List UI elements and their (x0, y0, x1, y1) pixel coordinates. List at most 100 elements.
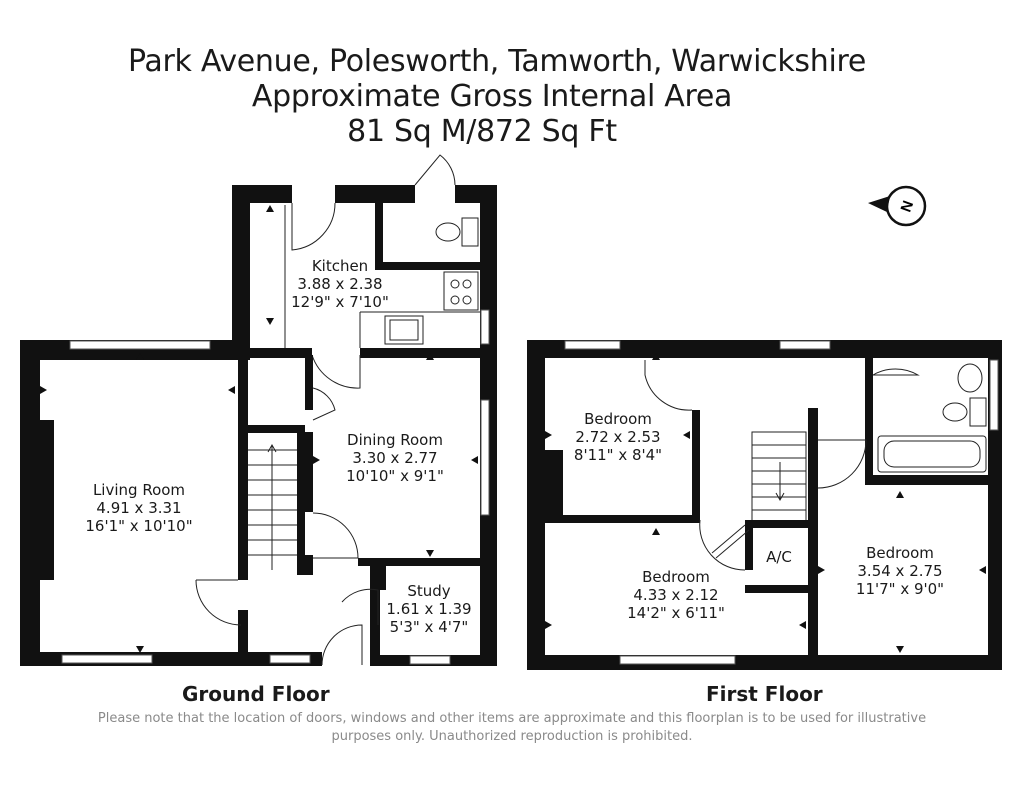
room-kitchen: Kitchen 3.88 x 2.38 12'9" x 7'10" (291, 257, 389, 311)
room-imperial: 16'1" x 10'10" (85, 517, 192, 535)
disclaimer-note: Please note that the location of doors, … (97, 711, 927, 744)
window (409, 655, 451, 665)
window (480, 399, 490, 516)
wall (865, 358, 873, 483)
wall (232, 185, 292, 203)
wall (370, 566, 386, 590)
plan-header: Park Avenue, Polesworth, Tamworth, Warwi… (0, 44, 1024, 149)
wall (692, 410, 700, 520)
bathtub (877, 435, 987, 473)
dimension-arrows (40, 205, 986, 653)
first-floor-label: First Floor (706, 682, 823, 706)
room-living: Living Room 4.91 x 3.31 16'1" x 10'10" (85, 481, 192, 535)
wall (305, 355, 313, 410)
wc-cistern (969, 397, 987, 427)
room-imperial: 12'9" x 7'10" (291, 293, 389, 311)
room-imperial: 14'2" x 6'11" (627, 604, 725, 622)
wall (238, 610, 248, 666)
door-swing (195, 579, 242, 626)
wall (808, 408, 818, 655)
door-swing (414, 154, 456, 186)
room-metric: 4.33 x 2.12 (633, 586, 718, 604)
door-swing (321, 624, 363, 666)
staircase (248, 443, 297, 570)
area-value: 81 Sq M/872 Sq Ft (347, 114, 617, 149)
door-swing (291, 202, 336, 251)
room-name: Kitchen (312, 257, 368, 275)
room-study: Study 1.61 x 1.39 5'3" x 4'7" (386, 582, 471, 636)
door-swing (312, 387, 336, 421)
door-swing (817, 439, 867, 489)
ground-floor-plan (20, 154, 497, 666)
wall (40, 420, 54, 580)
wall (360, 348, 497, 358)
wall (250, 348, 312, 358)
property-address: Park Avenue, Polesworth, Tamworth, Warwi… (127, 44, 867, 79)
window (269, 654, 311, 664)
room-imperial: 5'3" x 4'7" (390, 618, 469, 636)
room-metric: 3.54 x 2.75 (857, 562, 942, 580)
room-name: Dining Room (347, 431, 443, 449)
room-ac: A/C (766, 548, 792, 566)
wall (865, 475, 1002, 485)
first-floor-plan (527, 340, 1002, 670)
room-imperial: 10'10" x 9'1" (346, 467, 444, 485)
wall (238, 340, 248, 580)
wall (527, 340, 545, 670)
staircase (751, 431, 807, 523)
hob (443, 271, 479, 311)
room-name: Study (407, 582, 450, 600)
room-metric: 3.88 x 2.38 (297, 275, 382, 293)
room-dining: Dining Room 3.30 x 2.77 10'10" x 9'1" (346, 431, 444, 485)
door-swing (872, 368, 920, 376)
wall (232, 185, 250, 355)
room-bedroom-2: Bedroom 4.33 x 2.12 14'2" x 6'11" (627, 568, 725, 622)
window (779, 340, 831, 350)
door-swing (699, 519, 746, 571)
room-metric: 3.30 x 2.77 (352, 449, 437, 467)
wall (305, 555, 313, 575)
ground-floor-label: Ground Floor (182, 682, 330, 706)
window (61, 654, 153, 664)
wall (297, 425, 305, 575)
compass-icon: N (868, 185, 927, 227)
door-swing (644, 360, 693, 411)
kitchen-sink (384, 315, 424, 345)
room-name: Bedroom (866, 544, 934, 562)
bath-basin (957, 363, 983, 393)
wall (745, 520, 810, 528)
room-metric: 1.61 x 1.39 (386, 600, 471, 618)
wall (248, 425, 305, 433)
door-swing (341, 588, 379, 625)
wall (375, 185, 383, 270)
window (69, 340, 211, 350)
room-bedroom-1: Bedroom 2.72 x 2.53 8'11" x 8'4" (574, 410, 662, 464)
door-swing (312, 512, 359, 559)
wc-bowl (435, 222, 461, 242)
wall (545, 515, 700, 523)
room-imperial: 8'11" x 8'4" (574, 446, 662, 464)
window (564, 340, 621, 350)
room-metric: 2.72 x 2.53 (575, 428, 660, 446)
wall (527, 340, 1002, 358)
wall (370, 566, 380, 666)
wall (375, 262, 497, 270)
wc-cistern (461, 217, 479, 247)
room-metric: 4.91 x 3.31 (96, 499, 181, 517)
room-name: Bedroom (642, 568, 710, 586)
room-name: Living Room (93, 481, 185, 499)
room-name: Bedroom (584, 410, 652, 428)
wall (305, 432, 313, 512)
room-bedroom-3: Bedroom 3.54 x 2.75 11'7" x 9'0" (856, 544, 944, 598)
wall (545, 450, 563, 518)
wall (745, 585, 810, 593)
wall (527, 655, 1002, 670)
door-swing (311, 354, 361, 389)
wall (20, 340, 40, 665)
wall (358, 558, 497, 566)
window (989, 359, 999, 431)
area-caption: Approximate Gross Internal Area (251, 79, 733, 114)
window (619, 655, 736, 665)
window (480, 309, 490, 345)
